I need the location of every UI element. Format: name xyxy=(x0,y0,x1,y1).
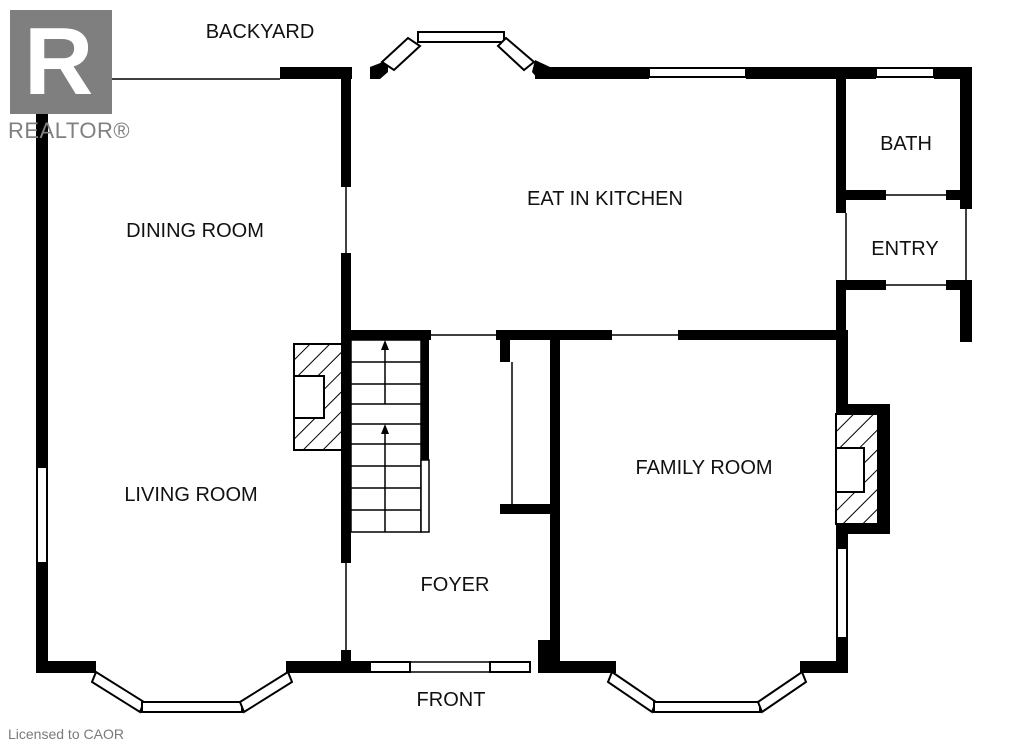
dining-room-label: DINING ROOM xyxy=(126,220,264,242)
windows xyxy=(36,31,935,714)
fireplaces xyxy=(293,343,879,525)
family-room-label: FAMILY ROOM xyxy=(635,457,772,479)
realtor-logo: R REALTOR® xyxy=(4,6,130,143)
eat-in-kitchen-label: EAT IN KITCHEN xyxy=(527,188,683,210)
exterior-walls xyxy=(36,60,972,673)
realtor-logo-text: REALTOR® xyxy=(8,118,131,143)
entry-label: ENTRY xyxy=(871,238,938,260)
foyer-label: FOYER xyxy=(421,574,490,596)
license-text: Licensed to CAOR xyxy=(8,726,124,742)
backyard-label: BACKYARD xyxy=(206,21,315,43)
realtor-logo-mark: R xyxy=(10,10,112,114)
interior-walls xyxy=(341,67,972,668)
living-room-label: LIVING ROOM xyxy=(124,484,257,506)
front-label: FRONT xyxy=(417,689,486,711)
staircase xyxy=(350,339,430,533)
realtor-logo-letter: R xyxy=(24,8,94,115)
bath-label: BATH xyxy=(880,133,932,155)
